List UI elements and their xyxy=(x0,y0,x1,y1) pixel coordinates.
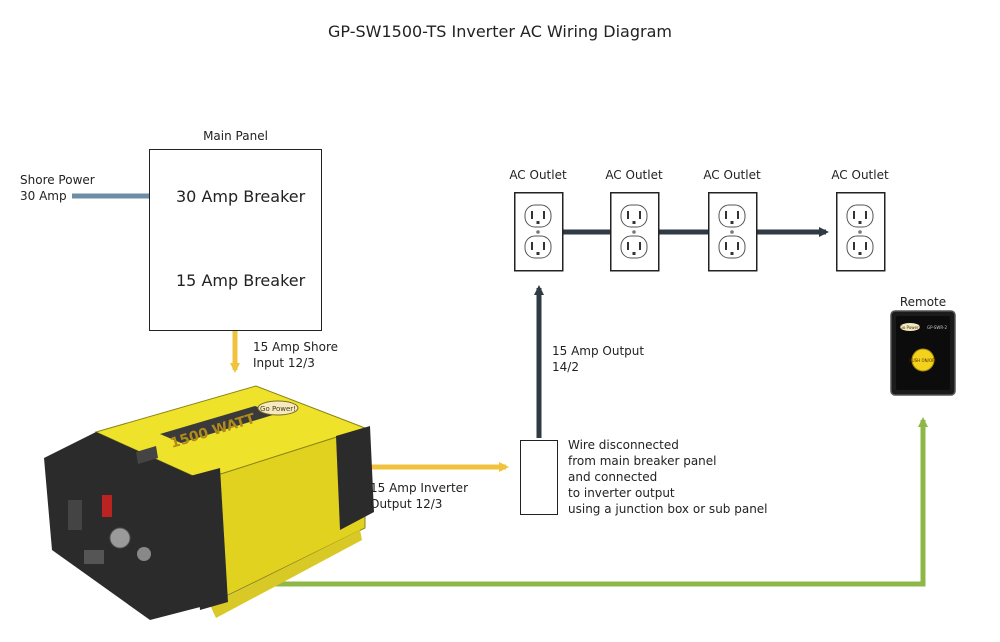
outlet-label-1: AC Outlet xyxy=(509,168,567,182)
outlet-label-2: AC Outlet xyxy=(605,168,663,182)
shore-power-label: Shore Power 30 Amp xyxy=(20,173,95,203)
ac-output-label: 15 Amp Output 14/2 xyxy=(552,344,645,374)
inverter-image: Go Power! 1500 WATT xyxy=(44,385,374,620)
main-panel-label: Main Panel xyxy=(203,129,268,143)
ac-outlet-icon xyxy=(514,192,564,272)
junction-note: Wire disconnected from main breaker pane… xyxy=(568,438,768,516)
breaker-15-label: 15 Amp Breaker xyxy=(176,271,306,290)
shore-input-label: 15 Amp Shore Input 12/3 xyxy=(253,340,339,370)
remote-brand: Go Power! xyxy=(900,325,921,330)
remote-wire xyxy=(268,417,928,587)
remote-image: Go Power! GP-SWR-2 PUSH ON/OFF xyxy=(890,310,956,396)
outlet-label-3: AC Outlet xyxy=(703,168,761,182)
remote-model: GP-SWR-2 xyxy=(927,325,947,330)
ac-outlet-icon xyxy=(836,192,886,272)
main-panel-box: 30 Amp Breaker 15 Amp Breaker xyxy=(149,149,322,331)
junction-box xyxy=(520,440,558,515)
inverter-badge: Go Power! xyxy=(260,405,296,413)
remote-label: Remote xyxy=(899,295,947,309)
remote-push-button: PUSH ON/OFF xyxy=(909,358,937,363)
outlet-label-4: AC Outlet xyxy=(831,168,889,182)
ac-outlet-icon xyxy=(610,192,660,272)
ac-outlet-icon xyxy=(708,192,758,272)
inverter-output-label: 15 Amp Inverter Output 12/3 xyxy=(370,481,468,511)
diagram-title: GP-SW1500-TS Inverter AC Wiring Diagram xyxy=(328,22,672,41)
breaker-30-label: 30 Amp Breaker xyxy=(176,187,306,206)
